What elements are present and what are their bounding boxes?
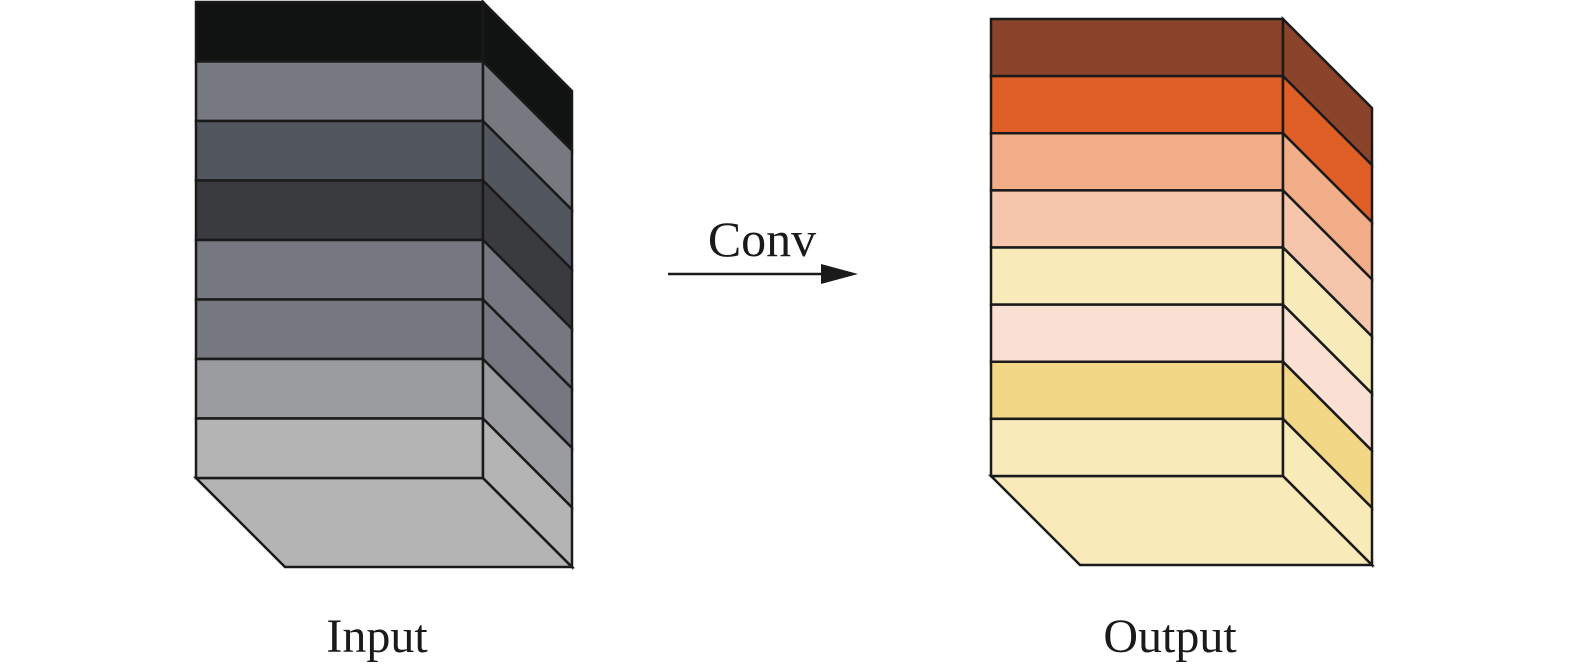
input-label: Input <box>326 610 428 663</box>
input-layer-8-side <box>481 415 574 571</box>
output-layer-7-front <box>989 360 1285 421</box>
input-layer-6-front <box>194 298 485 361</box>
output-label: Output <box>1103 610 1237 663</box>
output-layer-8-front <box>989 417 1285 478</box>
conv-arrow <box>668 264 858 284</box>
input-tensor-block <box>192 0 576 571</box>
output-layer-1-front <box>989 17 1285 78</box>
input-layer-5-front <box>194 238 485 301</box>
arrow-head-icon <box>821 264 858 284</box>
input-layer-8-front <box>194 417 485 480</box>
output-tensor-block <box>987 15 1376 569</box>
output-layer-6-front <box>989 303 1285 363</box>
output-layer-2-front <box>989 74 1285 135</box>
output-layer-4-front <box>989 189 1285 249</box>
conv-label: Conv <box>708 211 816 267</box>
input-layer-4-front <box>194 179 485 242</box>
input-layer-1-front <box>194 0 485 63</box>
output-layer-8-side <box>1281 415 1374 569</box>
input-layer-2-front <box>194 60 485 123</box>
output-layer-5-front <box>989 246 1285 306</box>
input-layer-7-front <box>194 357 485 420</box>
output-layer-3-front <box>989 132 1285 192</box>
input-layer-3-front <box>194 119 485 182</box>
